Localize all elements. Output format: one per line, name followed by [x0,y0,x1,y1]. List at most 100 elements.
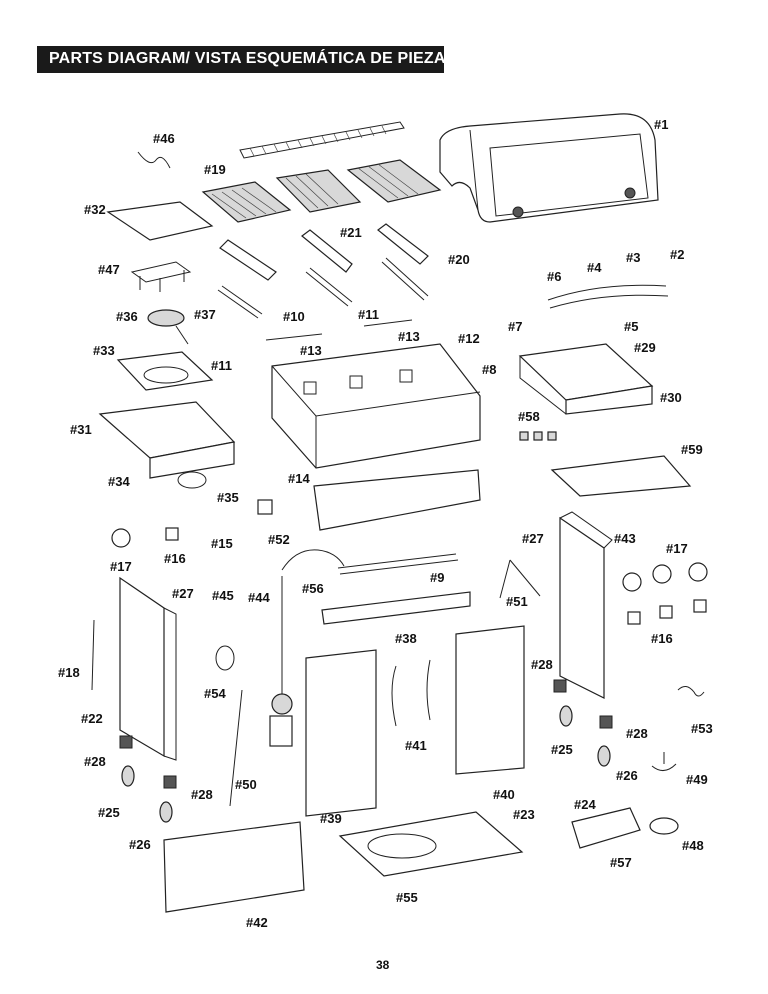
callout-part-32: #32 [84,202,106,217]
callout-part-16-left: #16 [164,551,186,566]
callout-part-10: #10 [283,309,305,324]
part-bottom-panel [338,811,524,877]
callout-part-19: #19 [204,162,226,177]
part-51-wire [499,559,541,599]
part-left-cabinet-panel [119,576,177,761]
part-control-knobs [111,527,708,625]
callout-part-44: #44 [248,590,270,605]
callout-part-36: #36 [116,309,138,324]
part-control-panel [313,469,481,531]
part-warming-rack [239,121,405,159]
callout-part-43: #43 [614,531,636,546]
callout-part-22: #22 [81,711,103,726]
part-58-clips [519,431,557,441]
callout-part-50: #50 [235,777,257,792]
callout-part-57: #57 [610,855,632,870]
callout-part-9: #9 [430,570,445,585]
callout-part-4: #4 [587,260,602,275]
part-13-bars [265,319,413,341]
callout-part-54: #54 [204,686,226,701]
callout-part-5: #5 [624,319,639,334]
part-47-rack [130,261,192,292]
callout-part-21: #21 [340,225,362,240]
callout-part-55: #55 [396,890,418,905]
callout-part-48: #48 [682,838,704,853]
callout-part-13-left: #13 [300,343,322,358]
callout-part-49: #49 [686,772,708,787]
callout-part-24: #24 [574,797,596,812]
part-side-burner-box [98,401,236,489]
callout-part-40: #40 [493,787,515,802]
part-side-burner [147,309,189,345]
callout-part-14: #14 [288,471,310,486]
part-side-shelf [518,343,654,415]
callout-part-28-right-lower: #28 [626,726,648,741]
callout-part-34: #34 [108,474,130,489]
callout-part-7: #7 [508,319,523,334]
part-57-box [571,807,641,849]
callout-part-8: #8 [482,362,497,377]
part-46-wire [137,151,171,169]
part-53-hook [677,686,705,697]
callout-part-2: #2 [670,247,685,262]
part-left-door [305,649,377,817]
callout-part-31: #31 [70,422,92,437]
part-cooking-grates [201,159,442,223]
callout-part-27-left: #27 [172,586,194,601]
callout-part-52: #52 [268,532,290,547]
part-18-chain [91,619,95,691]
callout-part-20: #20 [448,252,470,267]
callout-part-27-right: #27 [522,531,544,546]
part-right-door [455,625,525,775]
section-title: PARTS DIAGRAM/ VISTA ESQUEMÁTICA DE PIEZ… [49,50,457,67]
callout-part-28-right-upper: #28 [531,657,553,672]
callout-part-26-right: #26 [616,768,638,783]
part-lid [439,113,659,223]
callout-part-13-right: #13 [398,329,420,344]
callout-part-42: #42 [246,915,268,930]
callout-part-25-right: #25 [551,742,573,757]
page-number: 38 [376,958,390,972]
part-gas-manifold [337,553,459,575]
callout-part-1: #1 [654,117,669,132]
part-44-regulator [271,693,293,715]
part-50-rod [229,689,243,807]
callout-part-59: #59 [681,442,703,457]
callout-part-58: #58 [518,409,540,424]
callout-part-23: #23 [513,807,535,822]
callout-part-16-right: #16 [651,631,673,646]
part-52-box [257,499,273,515]
callout-part-11-upper: #11 [358,307,379,322]
callout-part-51: #51 [506,594,528,609]
part-28-brackets [119,679,613,789]
callout-part-39: #39 [320,811,342,826]
part-handle [547,284,669,309]
callout-part-28-lower-left: #28 [84,754,106,769]
callout-part-30: #30 [660,390,682,405]
callout-part-33: #33 [93,343,115,358]
part-48-cup [649,817,679,835]
callout-part-41: #41 [405,738,427,753]
callout-part-6: #6 [547,269,562,284]
callout-part-56: #56 [302,581,324,596]
part-54-ring [215,645,235,671]
part-33-bowl [116,351,214,391]
callout-part-15: #15 [211,536,233,551]
callout-part-17-right: #17 [666,541,688,556]
callout-part-18: #18 [58,665,80,680]
callout-part-12: #12 [458,331,480,346]
callout-part-26-left: #26 [129,837,151,852]
part-44-tag [269,715,293,747]
callout-part-11-lower: #11 [211,358,232,373]
part-door-handles [391,659,431,727]
callout-part-53: #53 [691,721,713,736]
callout-part-46: #46 [153,131,175,146]
part-burners [217,257,429,319]
callout-part-38: #38 [395,631,417,646]
section-header-banner: PARTS DIAGRAM/ VISTA ESQUEMÁTICA DE PIEZ… [37,46,456,73]
callout-part-28-lower-center: #28 [191,787,213,802]
callout-part-25-left: #25 [98,805,120,820]
callout-part-3: #3 [626,250,641,265]
part-49-hook [651,752,677,771]
